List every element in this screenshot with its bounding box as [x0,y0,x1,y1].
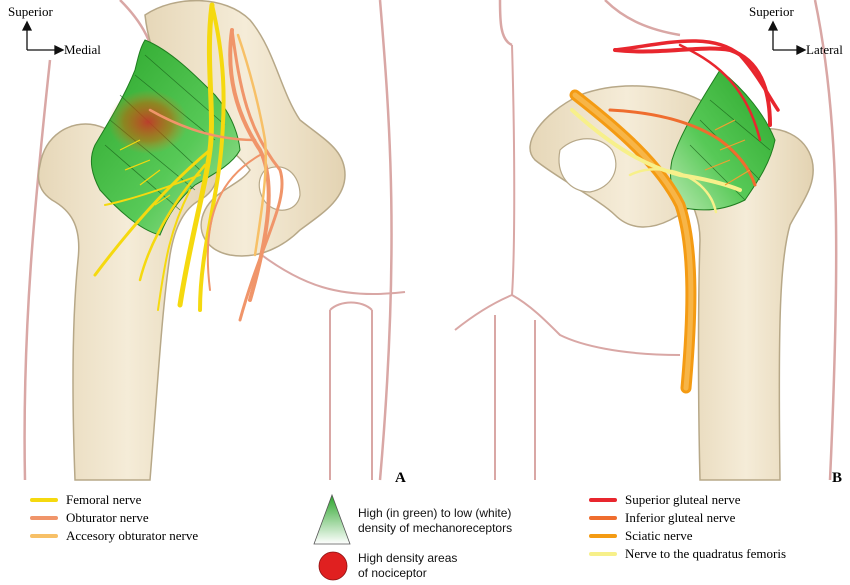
panel-a-drawing [23,0,406,481]
panel-a-superior-label: Superior [8,4,53,19]
panel-b-orientation-arrows [767,20,807,56]
mechanoreceptor-legend-line2: density of mechanoreceptors [358,521,513,535]
sciatic-nerve-swatch [589,534,617,538]
inferior-gluteal-nerve-swatch [589,516,617,520]
mechanoreceptor-density-triangle [313,493,351,545]
legend-item-sciatic-nerve: Sciatic nerve [589,528,693,544]
mechanoreceptor-legend-line1: High (in green) to low (white) [358,506,512,520]
superior-gluteal-nerve-swatch [589,498,617,502]
panel-b-drawing [454,0,838,481]
legend-item-obturator-nerve: Obturator nerve [30,510,149,526]
panel-a-medial-label: Medial [64,42,101,57]
femoral-nerve-swatch [30,498,58,502]
nociceptor-legend-text: High density areas of nociceptor [358,551,457,581]
panel-b-letter: B [832,470,843,486]
nociceptor-legend-line2: of nociceptor [358,566,427,580]
legend-item-inferior-gluteal-nerve: Inferior gluteal nerve [589,510,735,526]
nociceptor-legend-line1: High density areas [358,551,458,565]
mechanoreceptor-legend-text: High (in green) to low (white) density o… [358,506,512,536]
legend-label: Sciatic nerve [625,528,693,543]
legend-label: Nerve to the quadratus femoris [625,546,787,561]
legend-label: Inferior gluteal nerve [625,510,736,525]
legend-label: Superior gluteal nerve [625,492,741,507]
panel-a-orientation-arrows [21,20,65,56]
legend-label: Femoral nerve [66,492,142,507]
quadratus-femoris-nerve-swatch [589,552,617,556]
legend-item-nerve-to-quadratus-femoris: Nerve to the quadratus femoris [589,546,786,562]
panel-b-lateral-label: Lateral [806,42,843,57]
legend-label: Accesory obturator nerve [66,528,199,543]
legend-item-superior-gluteal-nerve: Superior gluteal nerve [589,492,741,508]
panel-a-letter: A [395,470,406,486]
legend-label: Obturator nerve [66,510,149,525]
obturator-nerve-swatch [30,516,58,520]
panel-b-superior-label: Superior [749,4,794,19]
legend-item-accessory-obturator-nerve: Accesory obturator nerve [30,528,198,544]
legend-item-femoral-nerve: Femoral nerve [30,492,141,508]
accessory-obturator-nerve-swatch [30,534,58,538]
nociceptor-density-circle [318,551,348,581]
